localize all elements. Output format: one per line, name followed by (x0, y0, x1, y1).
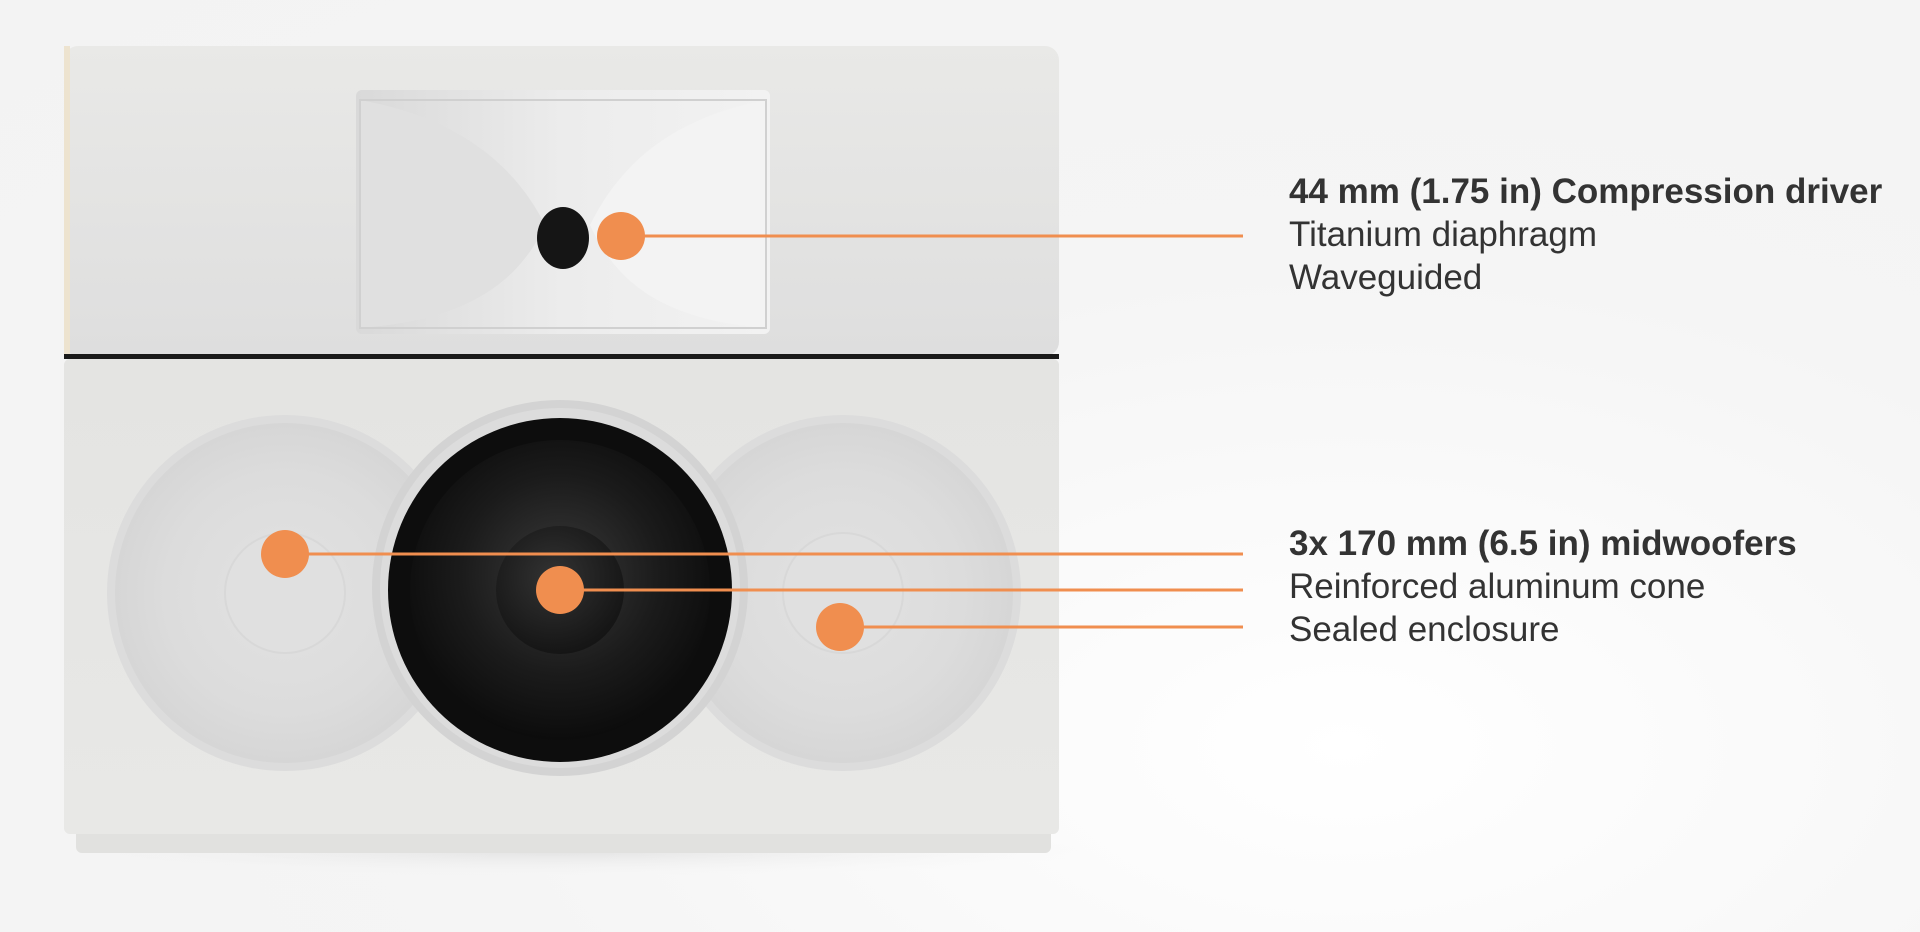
cabinet-edge-highlight (64, 46, 70, 356)
callout-lines (285, 234, 1243, 629)
tweeter-spec-line: Titanium diaphragm (1289, 215, 1598, 254)
left-midwoofer (107, 415, 463, 771)
right-woofer-marker (816, 603, 864, 651)
tweeter-spec-title: 44 mm (1.75 in) Compression driver (1289, 172, 1883, 211)
tweeter-spec-block: 44 mm (1.75 in) Compression driver Titan… (1289, 170, 1882, 299)
right-midwoofer (665, 415, 1021, 771)
tweeter-spec-line: Waveguided (1289, 258, 1483, 297)
woofer-spec-title: 3x 170 mm (6.5 in) midwoofers (1289, 524, 1797, 563)
center-woofer-marker (536, 566, 584, 614)
cabinet-seam (64, 354, 1059, 359)
woofer-spec-line: Reinforced aluminum cone (1289, 567, 1706, 606)
speaker-base (76, 828, 1051, 853)
left-woofer-marker (261, 530, 309, 578)
compression-driver-throat (537, 207, 589, 269)
woofer-spec-block: 3x 170 mm (6.5 in) midwoofers Reinforced… (1289, 522, 1797, 651)
woofer-spec-line: Sealed enclosure (1289, 610, 1560, 649)
tweeter-marker (597, 212, 645, 260)
